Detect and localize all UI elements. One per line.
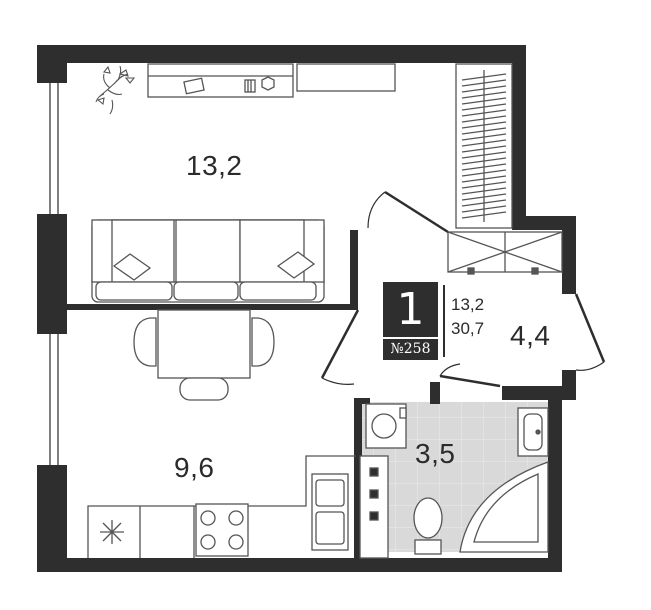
hanger-line bbox=[461, 103, 507, 111]
total-area: 30,7 bbox=[451, 319, 485, 338]
room-area-living: 13,2 bbox=[186, 150, 243, 181]
living-area: 13,2 bbox=[451, 295, 485, 314]
hanger-line bbox=[461, 199, 507, 207]
plant-icon bbox=[95, 65, 136, 115]
hanger-line bbox=[461, 145, 507, 153]
room-count: 1 bbox=[383, 282, 438, 337]
doors bbox=[320, 190, 606, 388]
unit-number: №258 bbox=[383, 339, 438, 360]
hanger-line bbox=[461, 73, 507, 81]
hanger-line bbox=[461, 121, 507, 129]
hanger-line bbox=[461, 127, 507, 135]
walls bbox=[37, 45, 576, 572]
hall-storage bbox=[447, 231, 563, 275]
windows bbox=[49, 83, 59, 465]
hanger-line bbox=[461, 181, 507, 189]
hanger-line bbox=[461, 205, 507, 213]
hanger-line bbox=[461, 151, 507, 159]
room-area-hall: 4,4 bbox=[510, 320, 551, 351]
living-furniture bbox=[91, 63, 513, 303]
hanger-line bbox=[461, 97, 507, 105]
hanger-line bbox=[461, 139, 507, 147]
hanger-line bbox=[461, 211, 507, 219]
kitchen-furniture bbox=[87, 309, 389, 559]
hanger-line bbox=[461, 91, 507, 99]
hanger-line bbox=[461, 193, 507, 201]
room-area-bathroom: 3,5 bbox=[415, 438, 456, 469]
hanger-line bbox=[461, 79, 507, 87]
hanger-line bbox=[461, 133, 507, 141]
wardrobe-hangers bbox=[461, 73, 507, 219]
hanger-line bbox=[461, 157, 507, 165]
fridge-icon bbox=[100, 520, 124, 544]
room-area-kitchen: 9,6 bbox=[174, 452, 215, 483]
area-summary: 13,2 30,7 bbox=[443, 285, 499, 357]
apartment-badge: 1 №258 bbox=[383, 282, 438, 360]
hanger-line bbox=[461, 115, 507, 123]
hanger-line bbox=[461, 169, 507, 177]
hanger-line bbox=[461, 163, 507, 171]
hanger-line bbox=[461, 109, 507, 117]
hanger-line bbox=[461, 175, 507, 183]
hanger-line bbox=[461, 85, 507, 93]
hanger-line bbox=[461, 187, 507, 195]
bathroom-fixtures bbox=[365, 403, 549, 555]
